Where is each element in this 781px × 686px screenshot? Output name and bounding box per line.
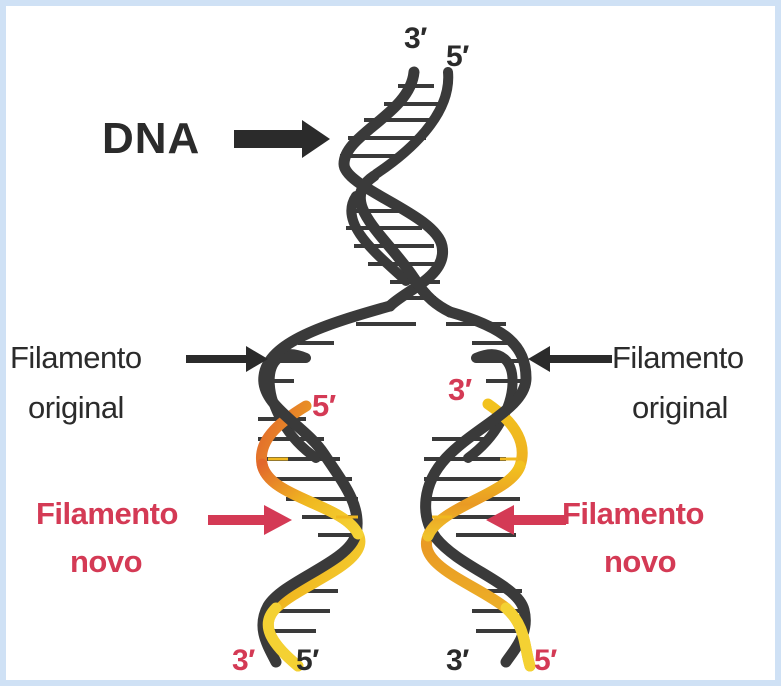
right-inner-3-prime-label: 3′ — [448, 372, 472, 408]
left-inner-5-prime-label: 5′ — [312, 388, 336, 424]
left-new-arrow — [208, 505, 292, 535]
new-strand-rungs — [268, 459, 518, 517]
bottom-left-5-prime-label: 5′ — [296, 644, 319, 678]
new-strand-front — [262, 464, 530, 666]
left-original-label-line1: Filamento — [10, 340, 142, 376]
top-3-prime-label: 3′ — [404, 22, 427, 56]
right-new-label-line2: novo — [604, 544, 676, 580]
bottom-right-3-prime-label: 3′ — [446, 644, 469, 678]
left-original-arrow — [186, 346, 268, 372]
left-new-label-line1: Filamento — [36, 496, 178, 532]
diagram-frame: 3′ 5′ DNA Filamento original Filamento o… — [6, 6, 775, 680]
right-new-label-line1: Filamento — [562, 496, 704, 532]
bottom-right-5-prime-label: 5′ — [534, 644, 557, 678]
right-original-label-line2: original — [632, 390, 728, 426]
bottom-left-3-prime-label: 3′ — [232, 644, 255, 678]
dna-label: DNA — [102, 114, 200, 164]
left-new-label-line2: novo — [70, 544, 142, 580]
right-original-label-line1: Filamento — [612, 340, 744, 376]
dna-arrow — [234, 120, 330, 158]
left-original-label-line2: original — [28, 390, 124, 426]
right-original-arrow — [528, 346, 612, 372]
right-new-arrow — [486, 505, 566, 535]
top-5-prime-label: 5′ — [446, 40, 469, 74]
